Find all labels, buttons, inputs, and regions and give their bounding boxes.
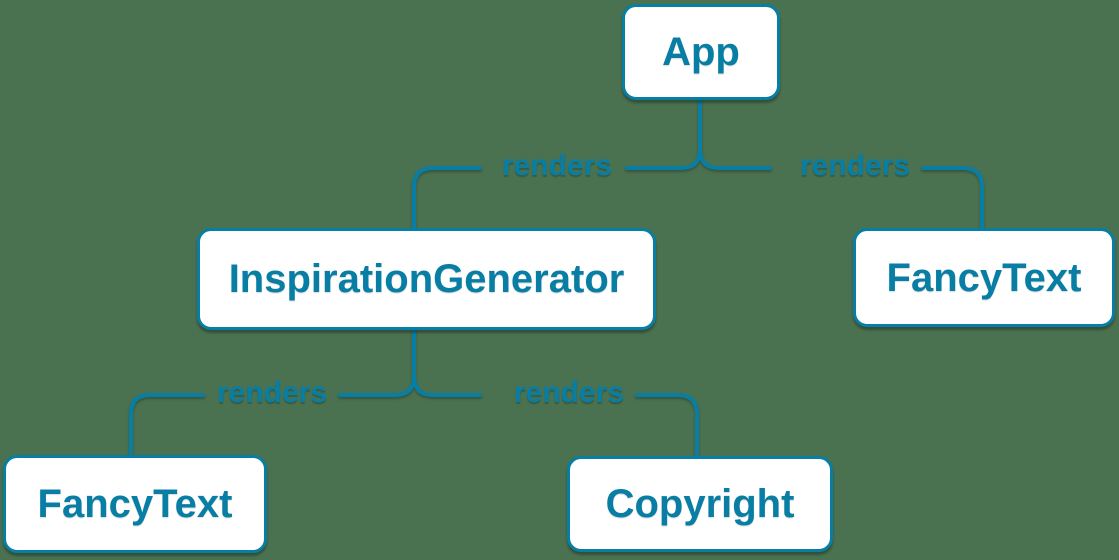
node-fancy-text-bottom-label: FancyText bbox=[37, 482, 233, 526]
edge-label-inspirationgenerator-copyright: renders bbox=[513, 376, 625, 409]
edge-inspirationgenerator-copyright-segment-right bbox=[635, 393, 699, 457]
edge-app-inspirationgenerator-segment-right bbox=[625, 98, 702, 170]
edge-label-app-fancytext: renders bbox=[799, 149, 911, 182]
edge-app-fancytext-segment-right bbox=[921, 166, 984, 230]
edge-app-inspirationgenerator-segment-left bbox=[412, 166, 482, 230]
node-copyright: Copyright bbox=[567, 456, 833, 552]
node-inspiration-generator: InspirationGenerator bbox=[197, 228, 656, 330]
node-fancy-text-bottom: FancyText bbox=[3, 455, 267, 553]
node-app: App bbox=[622, 4, 780, 100]
edge-inspirationgenerator-copyright-segment-left bbox=[412, 328, 482, 397]
edge-inspirationgenerator-fancytext-segment-left bbox=[129, 393, 205, 457]
edge-label-app-inspirationgenerator: renders bbox=[501, 149, 613, 182]
node-copyright-label: Copyright bbox=[605, 482, 795, 526]
node-inspiration-generator-label: InspirationGenerator bbox=[228, 257, 625, 301]
node-fancy-text-top: FancyText bbox=[853, 228, 1115, 327]
edge-app-fancytext-segment-left bbox=[698, 98, 772, 170]
node-app-label: App bbox=[662, 30, 740, 74]
edge-label-inspirationgenerator-fancytext: renders bbox=[216, 376, 328, 409]
edge-inspirationgenerator-fancytext-segment-right bbox=[338, 328, 416, 397]
node-fancy-text-top-label: FancyText bbox=[886, 255, 1082, 300]
